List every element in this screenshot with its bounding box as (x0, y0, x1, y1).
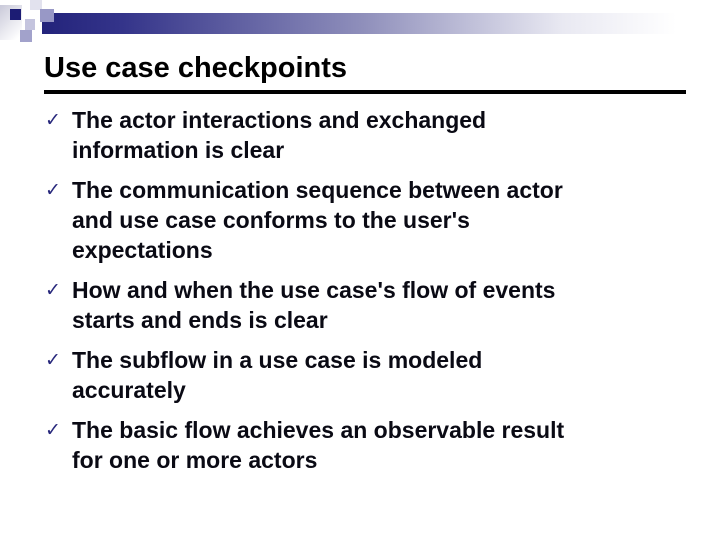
list-item: ✓ The subflow in a use case is modeled a… (44, 345, 700, 405)
checkmark-icon: ✓ (45, 109, 61, 131)
bullet-text: The communication sequence between actor… (72, 177, 563, 263)
list-item: ✓ The actor interactions and exchanged i… (44, 105, 700, 165)
checkmark-icon: ✓ (45, 349, 61, 371)
bullet-text: The subflow in a use case is modeled acc… (72, 347, 483, 403)
checkmark-icon: ✓ (45, 419, 61, 441)
page-title: Use case checkpoints (44, 52, 348, 84)
banner-gradient-bar (42, 13, 710, 34)
bullet-list: ✓ The actor interactions and exchanged i… (44, 105, 700, 485)
list-item: ✓ How and when the use case's flow of ev… (44, 275, 700, 335)
title-underline (44, 90, 686, 94)
bullet-text: The actor interactions and exchanged inf… (72, 107, 487, 163)
bullet-text: The basic flow achieves an observable re… (72, 417, 565, 473)
list-item: ✓ The basic flow achieves an observable … (44, 415, 700, 475)
decor-square-pale (25, 19, 35, 30)
list-item: ✓ The communication sequence between act… (44, 175, 700, 265)
checkmark-icon: ✓ (45, 279, 61, 301)
decor-square-light (30, 0, 42, 10)
decor-square-lavender (40, 9, 54, 22)
decor-square-navy (10, 9, 21, 20)
decor-square-medium (20, 30, 32, 42)
checkmark-icon: ✓ (45, 179, 61, 201)
bullet-text: How and when the use case's flow of even… (72, 277, 556, 333)
